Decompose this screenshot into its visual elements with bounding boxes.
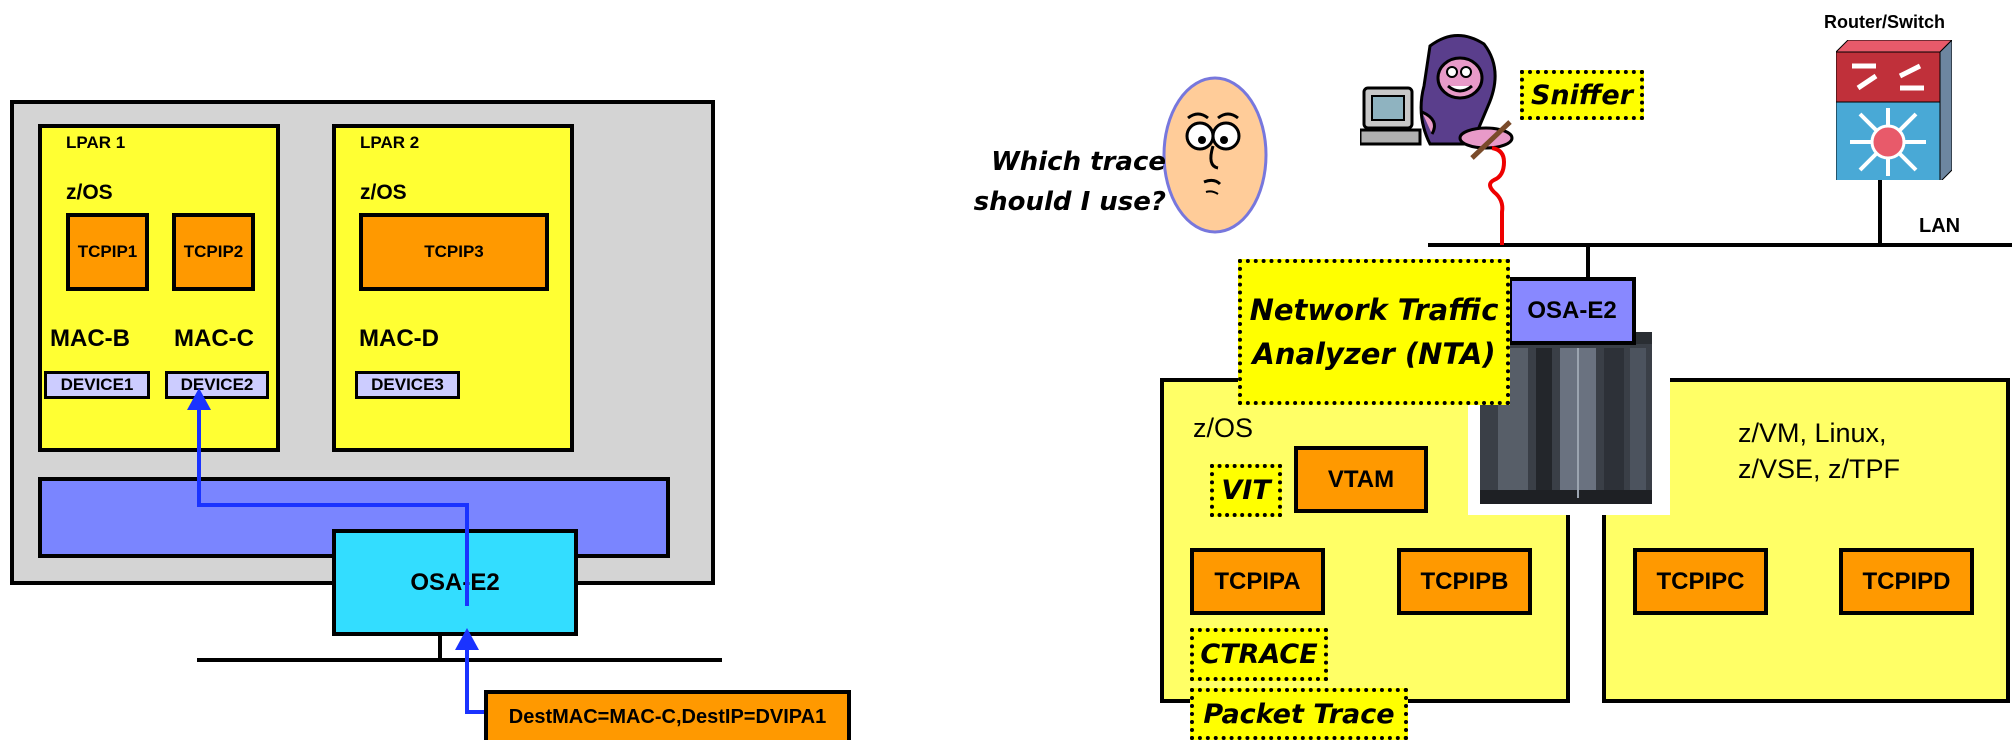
nta-label: Network Traffic Analyzer (NTA)	[1238, 259, 1510, 405]
other-os-label-line1: z/VM, Linux,	[1738, 418, 1887, 448]
right-connectors	[1428, 146, 2012, 280]
tcpipd-box: TCPIPD	[1839, 548, 1974, 615]
device2-box: DEVICE2	[165, 371, 269, 399]
other-os-lpar-box	[1602, 378, 2010, 703]
device1-box: DEVICE1	[44, 371, 150, 399]
sniffer-label: Sniffer	[1520, 70, 1644, 120]
osa-e2-adapter-left: OSA-E2	[332, 529, 578, 636]
tcpipc-box: TCPIPC	[1633, 548, 1768, 615]
device2-arrowhead	[187, 388, 211, 410]
osa-e2-adapter-right: OSA-E2	[1508, 277, 1636, 345]
lpar2-label: LPAR 2	[360, 133, 420, 152]
tcpipb-box: TCPIPB	[1397, 548, 1532, 615]
packet-trace-label: Packet Trace	[1190, 688, 1408, 740]
device3-box: DEVICE3	[355, 371, 460, 399]
left-connectors	[187, 388, 722, 714]
sniffer-cable	[1488, 146, 1507, 245]
lpar1-os-label: z/OS	[66, 181, 113, 204]
vit-label: VIT	[1210, 464, 1282, 517]
osa-to-device2-path	[197, 408, 469, 606]
other-os-label-line2: z/VSE, z/TPF	[1738, 454, 1901, 484]
tcpipa-box: TCPIPA	[1190, 548, 1325, 615]
router-switch-label: Router/Switch	[1824, 12, 1946, 32]
other-os-label: z/VM, Linux, z/VSE, z/TPF	[1738, 415, 1900, 487]
router-switch-icon	[1836, 40, 1952, 180]
thinking-face-icon	[1162, 76, 1268, 234]
mac-d-label: MAC-D	[359, 325, 439, 352]
packet-label-box: DestMAC=MAC-C,DestIP=DVIPA1	[484, 690, 851, 740]
question-text: Which trace should I use?	[973, 147, 1166, 217]
ctrace-label: CTRACE	[1190, 628, 1328, 681]
lpar1-label: LPAR 1	[66, 133, 126, 152]
tcpip3-box: TCPIP3	[359, 213, 549, 291]
lan-label: LAN	[1919, 215, 1961, 237]
mac-c-label: MAC-C	[174, 325, 254, 352]
mac-b-label: MAC-B	[50, 325, 130, 352]
tcpip1-box: TCPIP1	[66, 213, 149, 291]
zos-label: z/OS	[1193, 413, 1254, 443]
lpar2-os-label: z/OS	[360, 181, 407, 204]
osa-arrowhead	[455, 628, 479, 650]
sniffer-caveman-icon	[1360, 34, 1514, 160]
vtam-box: VTAM	[1294, 446, 1428, 513]
tcpip2-box: TCPIP2	[172, 213, 255, 291]
packet-to-osa-path	[465, 648, 484, 714]
